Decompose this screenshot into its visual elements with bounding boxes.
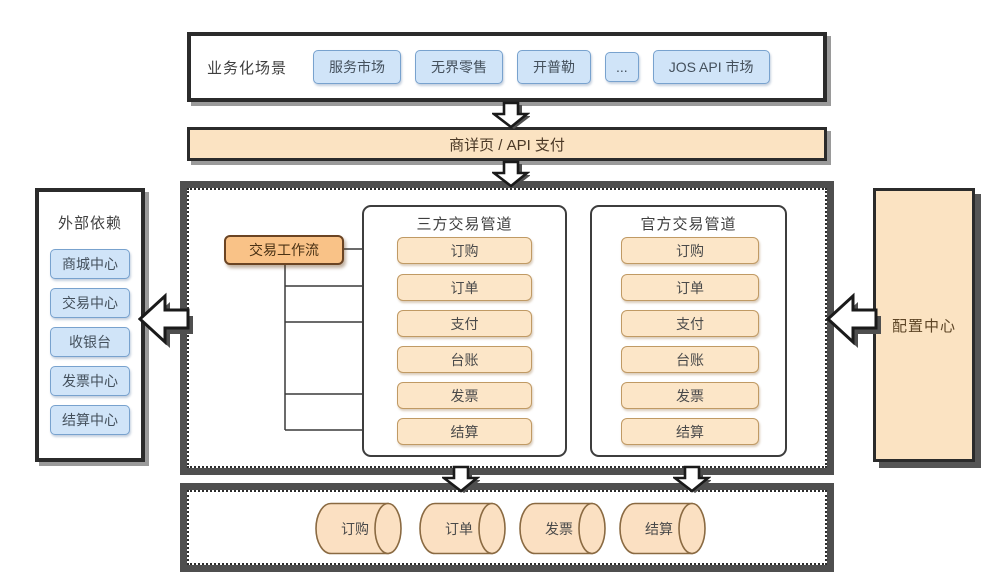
trade-main-box: 交易工作流 三方交易管道 订购 订单 支付 台账 发票 结算 官方交易管道 订购…: [187, 188, 827, 468]
database-cylinder-settlement: 结算: [619, 502, 707, 555]
business-scenarios-box: 业务化场景 服务市场 无界零售 开普勒 ... JOS API 市场: [187, 32, 827, 102]
cylinder-icon: [619, 502, 706, 555]
pay-bar-label: 商详页 / API 支付: [449, 136, 565, 154]
cylinder-icon: [419, 502, 506, 555]
down-arrow-icon: [442, 465, 480, 493]
left-arrow-icon: [826, 292, 881, 348]
official-pipeline-panel: 官方交易管道 订购 订单 支付 台账 发票 结算: [590, 205, 787, 457]
node-tp-subscribe: 订购: [397, 237, 532, 264]
node-ellipsis: ...: [605, 52, 639, 82]
node-tp-payment: 支付: [397, 310, 532, 337]
node-of-invoice: 发票: [621, 382, 759, 409]
node-boundaryless-retail: 无界零售: [415, 50, 504, 84]
node-tp-order: 订单: [397, 274, 532, 301]
third-party-pipeline-panel: 三方交易管道 订购 订单 支付 台账 发票 结算: [362, 205, 567, 457]
node-mall-center: 商城中心: [50, 249, 130, 279]
node-trade-workflow: 交易工作流: [224, 235, 344, 265]
config-center-box: 配置中心: [873, 188, 975, 462]
node-tp-settlement: 结算: [397, 418, 532, 445]
node-service-market: 服务市场: [313, 50, 402, 84]
node-of-ledger: 台账: [621, 346, 759, 373]
storage-layer-box: 订购 订单 发票 结算: [187, 490, 827, 565]
business-scenarios-label: 业务化场景: [207, 59, 288, 77]
node-of-settlement: 结算: [621, 418, 759, 445]
node-cashier: 收银台: [50, 327, 130, 357]
database-cylinder-order: 订单: [419, 502, 507, 555]
node-of-payment: 支付: [621, 310, 759, 337]
node-settlement-center: 结算中心: [50, 405, 130, 435]
down-arrow-icon: [673, 465, 711, 493]
third-party-pipeline-title: 三方交易管道: [416, 216, 513, 233]
node-tp-ledger: 台账: [397, 346, 532, 373]
left-arrow-icon: [138, 292, 193, 348]
node-jos-api-market: JOS API 市场: [652, 50, 770, 84]
database-cylinder-invoice: 发票: [519, 502, 607, 555]
official-pipeline-title: 官方交易管道: [640, 216, 737, 233]
node-of-order: 订单: [621, 274, 759, 301]
down-arrow-icon: [492, 101, 530, 129]
node-of-subscribe: 订购: [621, 237, 759, 264]
node-kepler: 开普勒: [517, 50, 592, 84]
config-center-label: 配置中心: [891, 317, 956, 335]
cylinder-icon: [315, 502, 402, 555]
database-cylinder-subscribe: 订购: [315, 502, 403, 555]
cylinder-icon: [519, 502, 606, 555]
scenario-button-row: 服务市场 无界零售 开普勒 ... JOS API 市场: [313, 50, 770, 84]
external-dependencies-box: 外部依赖 商城中心 交易中心 收银台 发票中心 结算中心: [35, 188, 145, 462]
node-tp-invoice: 发票: [397, 382, 532, 409]
down-arrow-icon: [492, 160, 530, 188]
detail-page-api-pay-bar: 商详页 / API 支付: [187, 127, 827, 161]
node-trade-center: 交易中心: [50, 288, 130, 318]
node-invoice-center: 发票中心: [50, 366, 130, 396]
external-dependencies-title: 外部依赖: [57, 215, 122, 232]
